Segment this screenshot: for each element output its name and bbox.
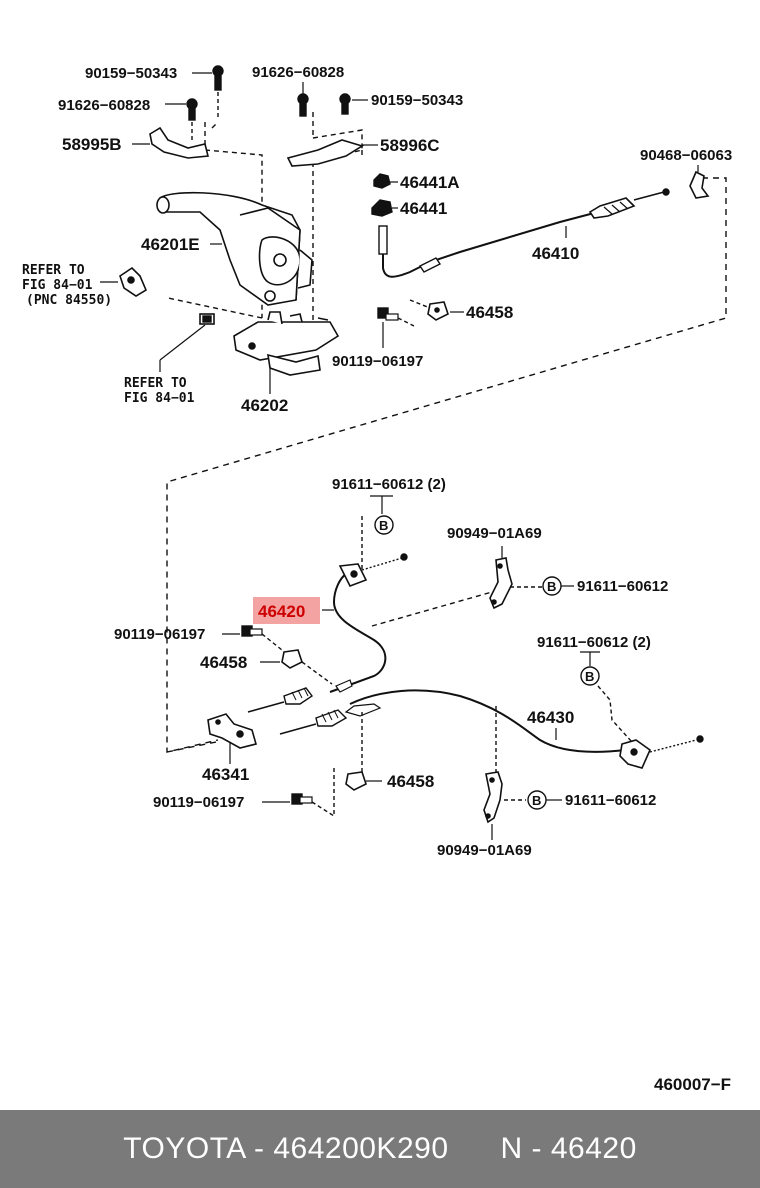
front-cable-46410[interactable] [378,188,670,278]
b-marker: B [379,518,388,533]
label-46341: 46341 [202,765,249,784]
bolt-icon[interactable] [297,93,309,117]
label-46430: 46430 [527,708,574,727]
figure-code: 460007−F [654,1075,731,1094]
label-46458-top: 46458 [466,303,513,322]
bolt-icon[interactable] [186,98,198,121]
label-46441a: 46441A [400,173,460,192]
label-90949-01a69-top: 90949−01A69 [447,525,542,542]
fitting-icon[interactable] [119,266,148,297]
bottom-left-dashed [166,741,217,753]
parking-brake-lever[interactable] [156,191,313,306]
clamp-46458[interactable] [281,649,303,669]
label-91611-60612-2-right: 91611−60612 (2) [537,634,651,651]
refer-to-2-line1: REFER TO [124,376,187,391]
label-46420: 46420 [258,602,305,621]
label-91626-60828-left: 91626−60828 [58,97,150,114]
refer-to-line1: REFER TO [22,263,85,278]
label-46201e: 46201E [141,235,200,254]
lever-base-46202[interactable] [233,311,340,376]
label-46458-mid: 46458 [200,653,247,672]
bracket-46341[interactable] [207,713,257,749]
rear-cable-46430[interactable] [279,689,704,769]
footer-ref: N - 46420 [500,1132,637,1165]
label-90159-50343-top: 90159−50343 [85,65,177,82]
right-boundary-dashed [166,177,727,753]
refer-to-line2: FIG 84−01 [22,278,93,293]
label-46441: 46441 [400,199,447,218]
highlight-box [253,597,320,624]
bolt-icon[interactable] [377,307,399,321]
footer-part-number: TOYOTA - 464200K290 [123,1132,449,1165]
cable-clip-90468[interactable] [689,170,710,199]
nut-icon[interactable] [373,173,391,189]
b-marker: B [532,793,541,808]
upper-boundary-dashed [167,112,363,330]
label-58996c: 58996C [380,136,440,155]
bolt-icon[interactable] [212,65,224,91]
b-marker: B [585,669,594,684]
label-90949-01a69-bottom: 90949−01A69 [437,842,532,859]
bolt-icon[interactable] [241,625,263,637]
label-46458-bottom: 46458 [387,772,434,791]
label-91611-60612-2-top: 91611−60612 (2) [332,476,446,493]
refer-to-line3: (PNC 84550) [26,293,112,308]
bracket-90949-top[interactable] [489,557,513,610]
label-90159-50343-right: 90159−50343 [371,92,463,109]
rear-cable-46420[interactable] [247,553,408,713]
label-46410: 46410 [532,244,579,263]
bolt-icon[interactable] [199,313,215,325]
nut-icon[interactable] [371,199,393,217]
refer-to-2-line2: FIG 84−01 [124,391,195,406]
bolt-icon[interactable] [291,793,313,805]
bracket-58995b[interactable] [149,126,210,159]
clamp-46458[interactable] [427,301,449,321]
label-90119-06197-top: 90119−06197 [332,353,423,370]
label-46202: 46202 [241,396,288,415]
label-91611-60612-mid: 91611−60612 [577,578,668,595]
bracket-58996c[interactable] [286,139,364,167]
label-91626-60828-right: 91626−60828 [252,64,344,81]
label-90119-06197-mid: 90119−06197 [114,626,205,643]
b-marker: B [547,579,556,594]
label-91611-60612-bottom: 91611−60612 [565,792,656,809]
bracket-90949-bottom[interactable] [483,771,503,824]
label-90119-06197-bottom: 90119−06197 [153,794,244,811]
label-90468-06063: 90468−06063 [640,147,732,164]
bolt-icon[interactable] [339,93,351,115]
footer-bar: TOYOTA - 464200K290 N - 46420 [0,1110,760,1188]
label-58995b: 58995B [62,135,122,154]
parts-diagram: 90159−50343 91626−60828 58995B 91626−608… [22,64,732,1094]
clamp-46458[interactable] [345,771,367,791]
